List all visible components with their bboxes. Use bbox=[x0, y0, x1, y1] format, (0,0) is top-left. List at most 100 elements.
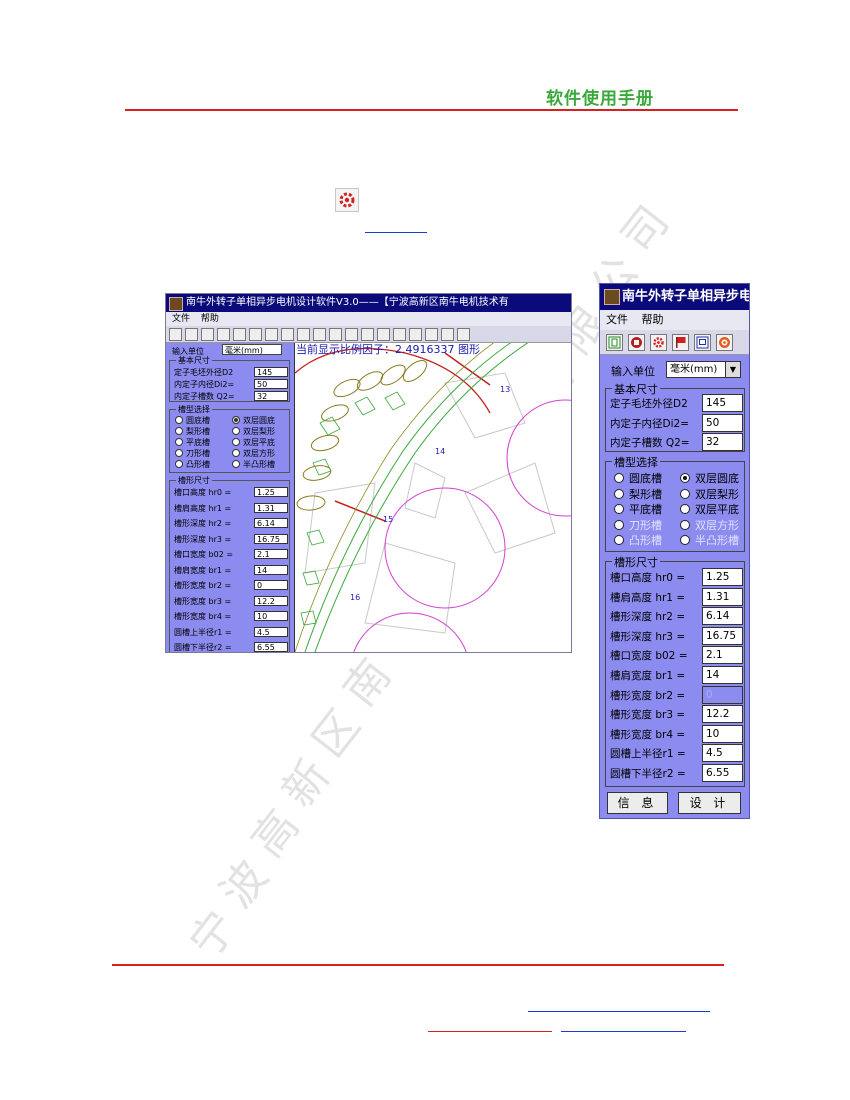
color-icon[interactable] bbox=[441, 327, 454, 341]
panel-menu-file[interactable]: 文件 bbox=[606, 313, 628, 326]
slot-dimension-row: 槽形宽度 br3 = 12.2 bbox=[610, 705, 744, 724]
slot-type-radio[interactable]: 凸形槽 bbox=[614, 532, 662, 548]
footer-link-underline-3[interactable] bbox=[561, 1031, 686, 1032]
small-field-input[interactable]: 6.55 bbox=[254, 642, 288, 652]
field-input[interactable]: 12.2 bbox=[702, 705, 743, 724]
slot-type-label: 凸形槽 bbox=[629, 534, 662, 547]
field-input[interactable]: 2.1 bbox=[702, 646, 743, 665]
field-input[interactable]: 50 bbox=[702, 413, 743, 432]
slot-type-radio[interactable]: 双层梨形 bbox=[680, 486, 739, 502]
watermark-char: 司 bbox=[611, 196, 680, 263]
slot-type-radio[interactable]: 双层圆底 bbox=[680, 470, 739, 486]
small-basic-field: 内定子内径Di2=50 bbox=[174, 379, 290, 390]
info-button[interactable]: 信 息 bbox=[607, 792, 668, 814]
small-shape-field: 槽形宽度 br3 =12.2 bbox=[174, 595, 290, 607]
pencil-icon[interactable] bbox=[425, 327, 438, 341]
line-icon[interactable] bbox=[329, 327, 342, 341]
small-slot-radio[interactable]: 半凸形槽 bbox=[232, 459, 275, 470]
small-field-input[interactable]: 50 bbox=[254, 379, 288, 389]
field-input[interactable]: 6.55 bbox=[702, 764, 743, 782]
small-field-input[interactable]: 1.31 bbox=[254, 502, 288, 513]
panel-menu-help[interactable]: 帮助 bbox=[641, 313, 664, 326]
footer-rule bbox=[112, 964, 724, 966]
drawing-canvas[interactable]: 13 14 15 16 bbox=[294, 327, 571, 652]
small-slot-radio[interactable]: 梨形槽 bbox=[175, 426, 210, 437]
unit-select[interactable]: 毫米(mm) ▼ bbox=[666, 361, 741, 378]
small-slot-radio[interactable]: 刀形槽 bbox=[175, 448, 210, 459]
small-slot-radio[interactable]: 双层方形 bbox=[232, 448, 275, 459]
design-button[interactable]: 设 计 bbox=[678, 792, 741, 814]
small-field-input[interactable]: 32 bbox=[254, 391, 288, 401]
small-app-screenshot: 南牛外转子单相异步电机设计软件V3.0——【宁波高新区南牛电机技术有 文件 帮助… bbox=[165, 293, 572, 653]
field-label: 槽形宽度 br3 = bbox=[610, 709, 686, 722]
small-field-input[interactable]: 12.2 bbox=[254, 595, 288, 606]
chevron-down-icon[interactable]: ▼ bbox=[725, 362, 740, 377]
footer-link-underline-1[interactable] bbox=[528, 1011, 710, 1012]
measure2-icon[interactable] bbox=[281, 327, 294, 341]
slot-dimension-row: 槽口高度 hr0 =1.25 bbox=[610, 568, 744, 586]
small-field-input[interactable]: 14 bbox=[254, 564, 288, 575]
field-label: 槽肩宽度 br1 = bbox=[610, 670, 686, 682]
small-slot-radio[interactable]: 双层梨形 bbox=[232, 426, 275, 437]
small-slot-radio[interactable]: 双层圆底 bbox=[232, 415, 275, 426]
field-input[interactable]: 14 bbox=[702, 666, 743, 684]
radio-icon bbox=[680, 519, 690, 530]
field-input[interactable]: 32 bbox=[702, 433, 743, 451]
slot-type-radio[interactable]: 双层平底 bbox=[680, 501, 739, 517]
small-field-input[interactable]: 2.1 bbox=[254, 549, 288, 559]
slot-type-radio[interactable]: 刀形槽 bbox=[614, 517, 662, 533]
field-input[interactable]: 1.25 bbox=[702, 568, 743, 586]
small-slot-radio[interactable]: 圆底槽 bbox=[175, 415, 210, 426]
target-icon[interactable] bbox=[249, 327, 262, 341]
small-slot-radio[interactable]: 平底槽 bbox=[175, 437, 210, 448]
run-icon[interactable] bbox=[393, 327, 406, 341]
small-menu-file[interactable]: 文件 bbox=[172, 314, 191, 324]
small-slot-radio[interactable]: 双层平底 bbox=[232, 437, 275, 448]
flag-icon[interactable] bbox=[217, 327, 230, 341]
field-input[interactable]: 145 bbox=[702, 394, 743, 412]
gear-icon[interactable] bbox=[650, 333, 667, 351]
measure-icon[interactable] bbox=[265, 327, 278, 341]
book-icon[interactable] bbox=[606, 333, 623, 351]
small-field-input[interactable]: 0 bbox=[254, 580, 288, 590]
field-input[interactable]: 4.5 bbox=[702, 744, 743, 763]
copy-icon[interactable] bbox=[361, 327, 374, 341]
zoom-icon[interactable] bbox=[297, 327, 310, 341]
small-field-input[interactable]: 6.14 bbox=[254, 518, 288, 528]
small-field-input[interactable]: 4.5 bbox=[254, 626, 288, 637]
tool-icon[interactable] bbox=[409, 327, 422, 341]
search-icon[interactable] bbox=[457, 327, 470, 341]
field-input[interactable]: 16.75 bbox=[702, 626, 743, 645]
paste-icon[interactable] bbox=[377, 327, 390, 341]
small-field-input[interactable]: 1.25 bbox=[254, 487, 288, 497]
stop-icon[interactable] bbox=[185, 327, 198, 341]
canvas-label-15: 15 bbox=[383, 515, 394, 524]
small-field-input[interactable]: 16.75 bbox=[254, 533, 288, 544]
slot-type-radio[interactable]: 梨形槽 bbox=[614, 486, 662, 502]
print-icon[interactable] bbox=[345, 327, 358, 341]
inline-link-underline[interactable] bbox=[365, 232, 427, 233]
slot-type-radio[interactable]: 双层方形 bbox=[680, 517, 739, 533]
small-slot-radio[interactable]: 凸形槽 bbox=[175, 459, 210, 470]
field-input[interactable]: 6.14 bbox=[702, 607, 743, 626]
flag-icon[interactable] bbox=[672, 333, 689, 351]
slot-type-radio[interactable]: 半凸形槽 bbox=[680, 532, 739, 548]
target-icon[interactable] bbox=[716, 333, 733, 351]
stop-icon[interactable] bbox=[628, 333, 645, 351]
radio-icon bbox=[232, 427, 240, 435]
field-input[interactable]: 10 bbox=[702, 724, 743, 743]
slot-type-radio[interactable]: 圆底槽 bbox=[614, 470, 662, 486]
save-icon[interactable] bbox=[233, 327, 246, 341]
small-field-input[interactable]: 145 bbox=[254, 367, 288, 377]
slot-type-radio[interactable]: 平底槽 bbox=[614, 501, 662, 517]
small-field-input[interactable]: 10 bbox=[254, 611, 288, 621]
small-shape-field: 圆槽上半径r1 =4.5 bbox=[174, 626, 290, 638]
footer-link-underline-2[interactable] bbox=[428, 1031, 552, 1032]
field-input[interactable]: 1.31 bbox=[702, 587, 743, 606]
angle-icon[interactable] bbox=[313, 327, 326, 341]
small-menu-help[interactable]: 帮助 bbox=[200, 314, 219, 324]
gear-icon[interactable] bbox=[201, 327, 214, 341]
save-icon[interactable] bbox=[694, 333, 711, 351]
book-icon[interactable] bbox=[169, 327, 182, 341]
small-unit-select[interactable]: 毫米(mm) bbox=[222, 344, 282, 355]
